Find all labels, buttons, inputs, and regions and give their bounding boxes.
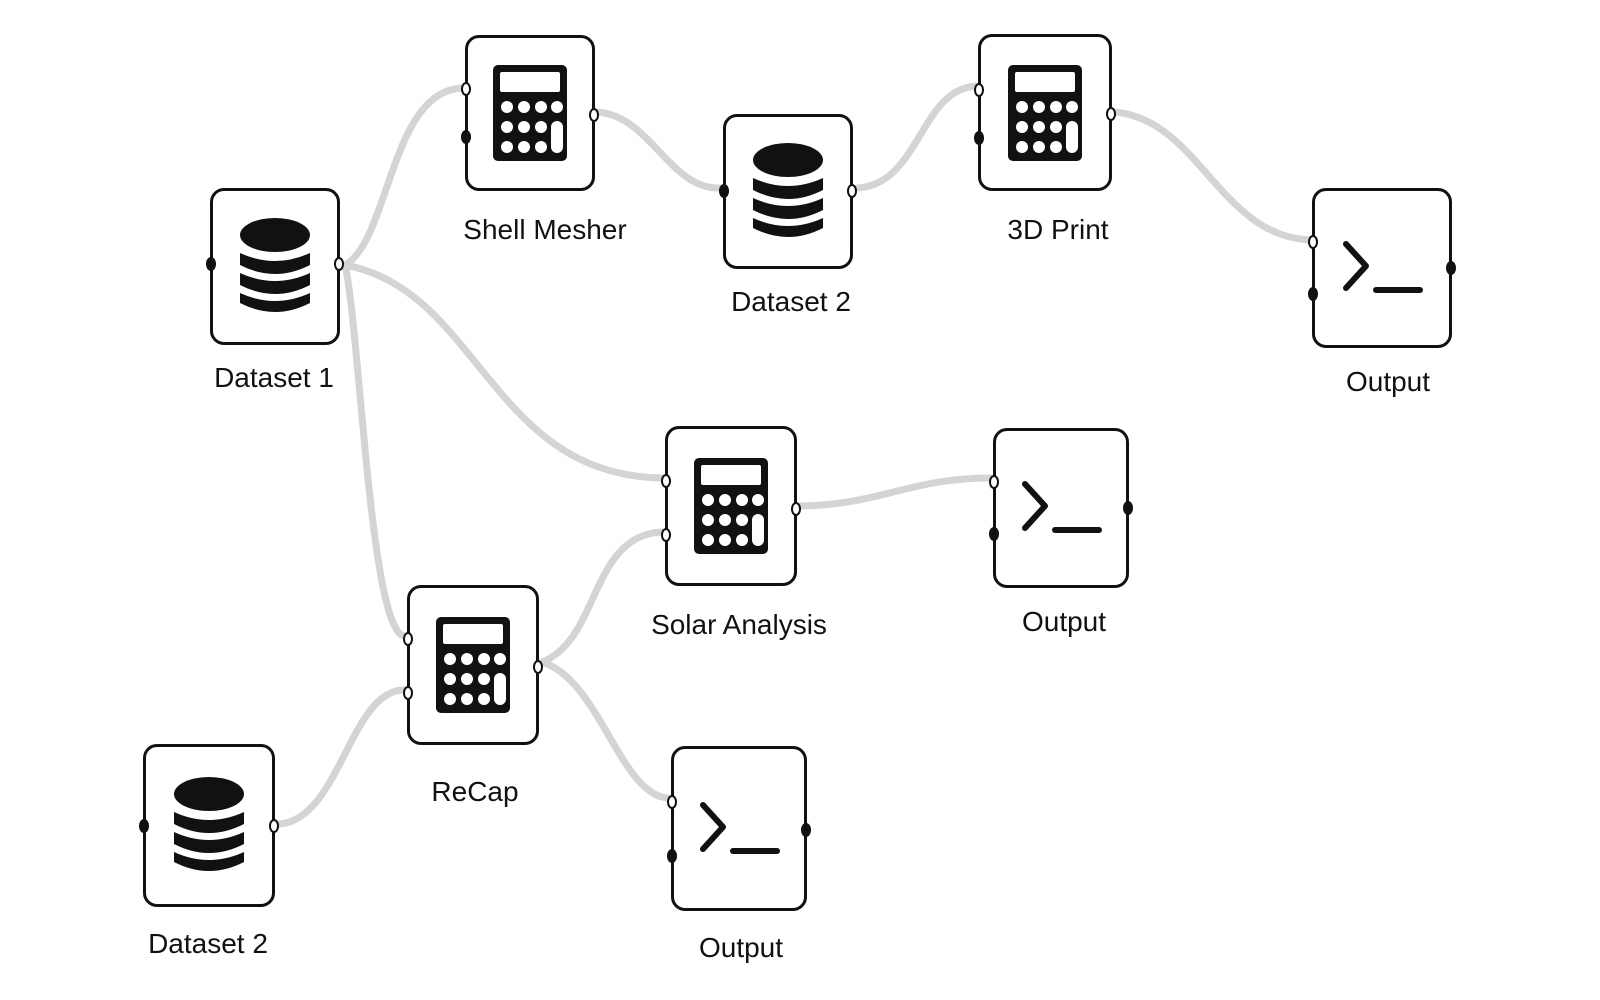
calculator-icon bbox=[493, 65, 567, 161]
input-port[interactable] bbox=[403, 686, 413, 700]
output-port[interactable] bbox=[589, 108, 599, 122]
node-3d-print[interactable] bbox=[974, 34, 1116, 191]
terminal-icon bbox=[1022, 481, 1102, 533]
edge-dataset1-recap[interactable] bbox=[341, 261, 408, 640]
terminal-icon bbox=[700, 801, 780, 854]
node-dataset1[interactable] bbox=[206, 188, 344, 345]
input-port[interactable] bbox=[1308, 235, 1318, 249]
node-label: 3D Print bbox=[1007, 214, 1109, 245]
node-label: Dataset 1 bbox=[214, 362, 334, 393]
node-label: Dataset 2 bbox=[148, 928, 268, 959]
edge-dataset2-recap[interactable] bbox=[275, 686, 408, 828]
output-port[interactable] bbox=[1446, 261, 1456, 275]
output-port[interactable] bbox=[1106, 107, 1116, 121]
database-icon bbox=[240, 217, 310, 312]
node-label: Dataset 2 bbox=[731, 286, 851, 317]
node-recap[interactable] bbox=[403, 585, 543, 745]
calculator-icon bbox=[436, 617, 510, 713]
input-port[interactable] bbox=[139, 819, 149, 833]
node-dataset2-bottom[interactable] bbox=[139, 744, 279, 907]
node-dataset2-top[interactable] bbox=[719, 114, 857, 269]
input-port[interactable] bbox=[974, 83, 984, 97]
input-port[interactable] bbox=[461, 82, 471, 96]
node-output-top[interactable] bbox=[1308, 188, 1456, 348]
output-port[interactable] bbox=[1123, 501, 1133, 515]
input-port[interactable] bbox=[661, 474, 671, 488]
edge-solar-output[interactable] bbox=[796, 474, 994, 510]
database-icon bbox=[753, 142, 823, 237]
edge-dataset2-3dprint[interactable] bbox=[853, 82, 981, 192]
terminal-icon bbox=[1343, 241, 1423, 293]
output-port[interactable] bbox=[334, 257, 344, 271]
output-port[interactable] bbox=[533, 660, 543, 674]
node-label: Output bbox=[1021, 606, 1107, 637]
node-shell-mesher[interactable] bbox=[461, 35, 599, 191]
node-label: Solar Analysis bbox=[651, 609, 827, 640]
input-port[interactable] bbox=[989, 527, 999, 541]
input-port[interactable] bbox=[667, 849, 677, 863]
calculator-icon bbox=[694, 458, 768, 554]
node-output-bottom[interactable] bbox=[667, 746, 811, 911]
input-port[interactable] bbox=[719, 184, 729, 198]
node-label: Output bbox=[1345, 366, 1431, 397]
edge-3dprint-output[interactable] bbox=[1111, 108, 1316, 244]
input-port[interactable] bbox=[403, 632, 413, 646]
input-port[interactable] bbox=[206, 257, 216, 271]
input-port[interactable] bbox=[661, 528, 671, 542]
input-port[interactable] bbox=[667, 795, 677, 809]
node-output-mid[interactable] bbox=[989, 428, 1133, 588]
output-port[interactable] bbox=[791, 502, 801, 516]
node-solar-analysis[interactable] bbox=[661, 426, 801, 586]
edge-dataset1-solar[interactable] bbox=[341, 261, 666, 482]
output-port[interactable] bbox=[269, 819, 279, 833]
edge-recap-solar[interactable] bbox=[538, 528, 666, 666]
input-port[interactable] bbox=[461, 130, 471, 144]
edge-shell-mesher-dataset2[interactable] bbox=[593, 108, 724, 192]
output-port[interactable] bbox=[801, 823, 811, 837]
node-label: ReCap bbox=[431, 776, 519, 807]
output-port[interactable] bbox=[847, 184, 857, 198]
edge-dataset1-shell-mesher[interactable] bbox=[341, 84, 467, 269]
edge-recap-output[interactable] bbox=[538, 658, 672, 802]
node-label: Output bbox=[698, 932, 784, 963]
input-port[interactable] bbox=[1308, 287, 1318, 301]
input-port[interactable] bbox=[974, 131, 984, 145]
node-label: Shell Mesher bbox=[463, 214, 627, 245]
database-icon bbox=[174, 776, 244, 871]
calculator-icon bbox=[1008, 64, 1082, 161]
input-port[interactable] bbox=[989, 475, 999, 489]
